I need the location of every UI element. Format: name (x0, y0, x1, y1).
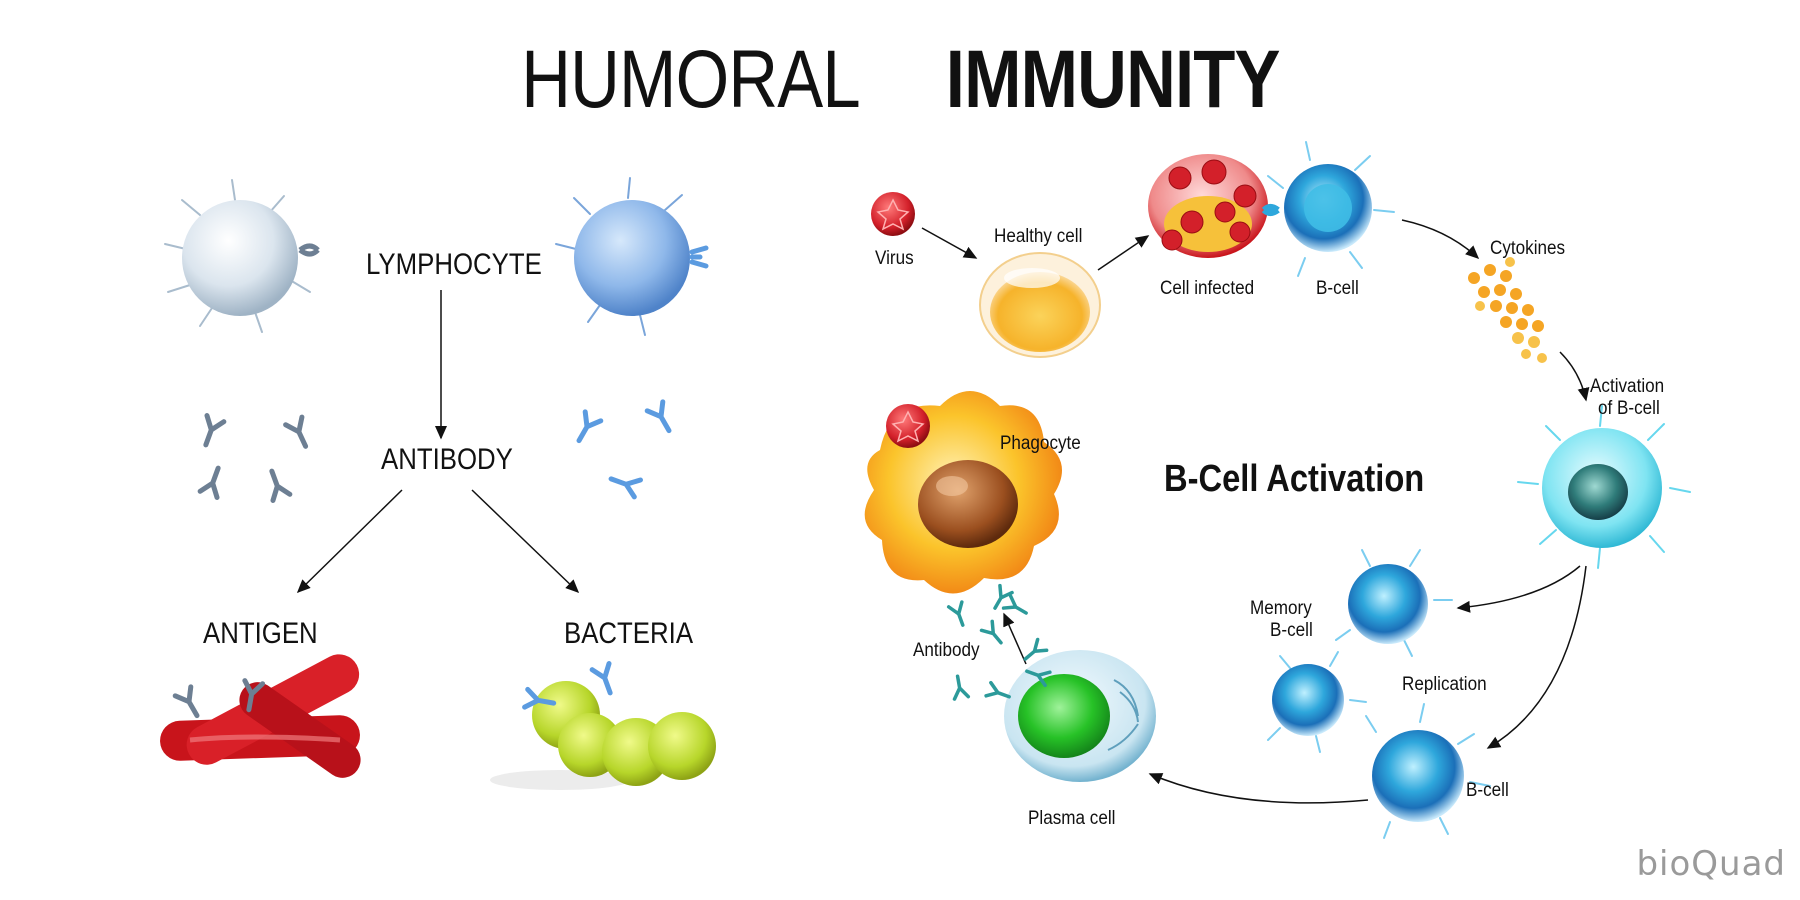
antibody-label: ANTIBODY (381, 443, 513, 476)
arrow-b-cell-to-plasma (1148, 773, 1369, 804)
b-cell-top-label: B-cell (1316, 278, 1359, 299)
arrow-activation-to-b-cell (1486, 565, 1587, 749)
memory-label-line1: Memory (1250, 598, 1312, 619)
healthy-cell-label: Healthy cell (994, 226, 1083, 247)
phagocyte-label: Phagocyte (1000, 433, 1081, 454)
arrow-virus-to-healthy-cell (921, 227, 978, 259)
bacteria-cluster-icon (490, 664, 716, 790)
b-cell-activation-heading: B-Cell Activation (1164, 458, 1425, 500)
activation-label-line2: of B-cell (1598, 398, 1660, 419)
arrow-plasma-to-phagocyte (1003, 612, 1027, 665)
plasma-cell-label: Plasma cell (1028, 808, 1116, 829)
title-bold-part: IMMUNITY (945, 34, 1281, 125)
cytokines-label: Cytokines (1490, 238, 1566, 259)
page-title: HUMORAL IMMUNITY (0, 30, 1800, 130)
activated-b-cell-icon (1517, 405, 1691, 569)
bioquad-logo: bioQuad (1636, 844, 1786, 884)
white-lymphocyte-icon (164, 179, 320, 333)
b-cell-top-icon (1261, 141, 1395, 277)
arrow-healthy-to-infected (1097, 235, 1150, 271)
antigen-label: ANTIGEN (203, 617, 318, 650)
replication-label: Replication (1402, 674, 1487, 695)
infected-cell-icon (1148, 154, 1268, 258)
bacteria-label: BACTERIA (564, 617, 694, 650)
activation-label-line1: Activation (1590, 376, 1665, 397)
memory-label-line2: B-cell (1270, 620, 1313, 641)
virus-label: Virus (875, 248, 914, 269)
arrow-antibody-to-antigen (296, 489, 403, 594)
memory-b-cell-icon (1335, 549, 1453, 657)
blue-antibodies-icon (571, 402, 677, 497)
antibody-right-label: Antibody (913, 640, 980, 661)
arrow-cytokines-to-activation (1559, 351, 1590, 402)
lymphocyte-label: LYMPHOCYTE (366, 248, 542, 281)
healthy-cell-icon (979, 252, 1101, 358)
cytokines-icon (1468, 257, 1547, 363)
cell-infected-label: Cell infected (1160, 278, 1255, 299)
arrow-activation-to-memory (1456, 565, 1581, 613)
blue-lymphocyte-icon (555, 177, 709, 336)
grey-antibodies-icon (197, 416, 313, 501)
b-cell-bottom-icon (1365, 703, 1491, 839)
arrow-antibody-to-bacteria (471, 489, 580, 594)
arrow-b-cell-to-cytokines (1401, 219, 1480, 260)
phagocyte-icon (864, 391, 1062, 594)
virus-icon (871, 192, 915, 236)
replicated-b-cell-icon (1267, 651, 1367, 753)
title-light-part: HUMORAL (521, 34, 860, 125)
b-cell-bottom-label: B-cell (1466, 780, 1509, 801)
antigen-rods-icon (160, 654, 361, 778)
